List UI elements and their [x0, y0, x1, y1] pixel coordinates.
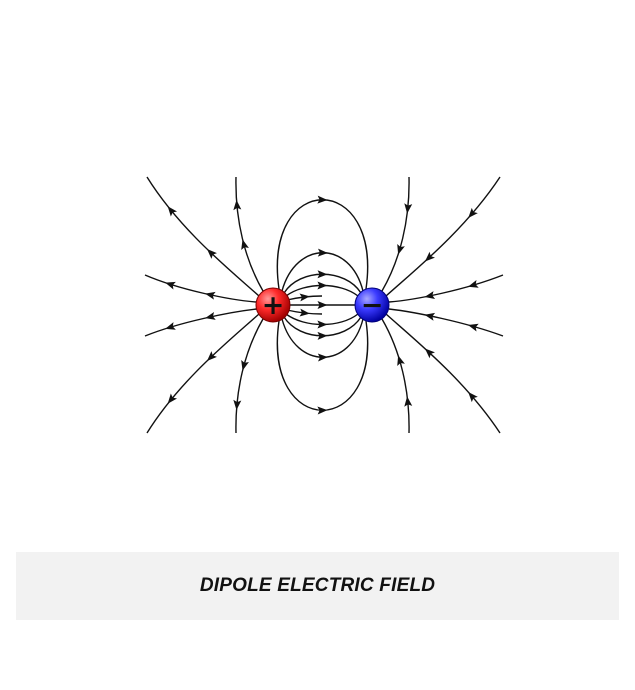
- field-arrow: [424, 312, 436, 321]
- dipole-field-diagram: + −: [144, 176, 504, 434]
- field-arrow: [404, 203, 413, 214]
- field-arrow: [397, 355, 405, 367]
- field-arrow: [467, 323, 479, 332]
- field-arrow: [317, 270, 328, 279]
- field-arrow: [317, 248, 328, 257]
- field-arrow: [299, 293, 310, 302]
- negative-charge: −: [354, 287, 390, 323]
- field-arrow: [404, 396, 413, 407]
- field-arrow: [317, 331, 328, 340]
- positive-charge: +: [255, 287, 291, 323]
- field-arrow: [165, 322, 176, 330]
- field-arrow: [299, 308, 310, 317]
- field-arrow: [468, 280, 479, 288]
- negative-charge-sign: −: [361, 290, 384, 321]
- field-arrow: [233, 199, 242, 211]
- field-line-incoming: [381, 176, 410, 292]
- field-arrow: [424, 291, 436, 299]
- field-line-incoming: [385, 313, 501, 434]
- field-arrow: [317, 320, 328, 329]
- field-arrow: [317, 406, 328, 415]
- field-line-outgoing: [144, 308, 258, 337]
- field-arrow: [317, 301, 328, 309]
- field-lines: [144, 176, 504, 434]
- field-arrow: [397, 243, 405, 255]
- field-arrow: [241, 359, 249, 371]
- field-arrow: [317, 353, 328, 362]
- caption-bar: DIPOLE ELECTRIC FIELD: [16, 552, 619, 620]
- field-arrow: [165, 281, 176, 290]
- field-arrow: [424, 348, 435, 359]
- field-arrow: [241, 239, 249, 251]
- field-line-outgoing: [235, 176, 264, 292]
- field-line-outgoing: [146, 313, 260, 434]
- diagram-caption: DIPOLE ELECTRIC FIELD: [199, 575, 436, 596]
- field-arrows: [165, 195, 479, 415]
- field-arrow: [167, 206, 178, 217]
- field-arrow: [317, 195, 328, 204]
- field-line-outgoing: [235, 318, 264, 434]
- field-line-incoming: [385, 176, 501, 297]
- field-line-incoming: [388, 274, 504, 303]
- field-line-incoming: [388, 308, 504, 337]
- field-arrow: [205, 291, 216, 300]
- field-arrow: [206, 249, 217, 259]
- field-arrow: [167, 393, 178, 404]
- field-arrow: [233, 399, 242, 411]
- field-line-outgoing: [146, 176, 260, 297]
- field-line-incoming: [381, 318, 410, 434]
- field-arrow: [206, 351, 217, 361]
- positive-charge-sign: +: [262, 290, 285, 321]
- field-arrow: [424, 251, 435, 262]
- field-arrow: [205, 312, 216, 320]
- field-arrow: [468, 391, 478, 403]
- field-arrow: [468, 207, 478, 219]
- field-line-outgoing: [144, 274, 257, 303]
- field-arrow: [317, 281, 328, 290]
